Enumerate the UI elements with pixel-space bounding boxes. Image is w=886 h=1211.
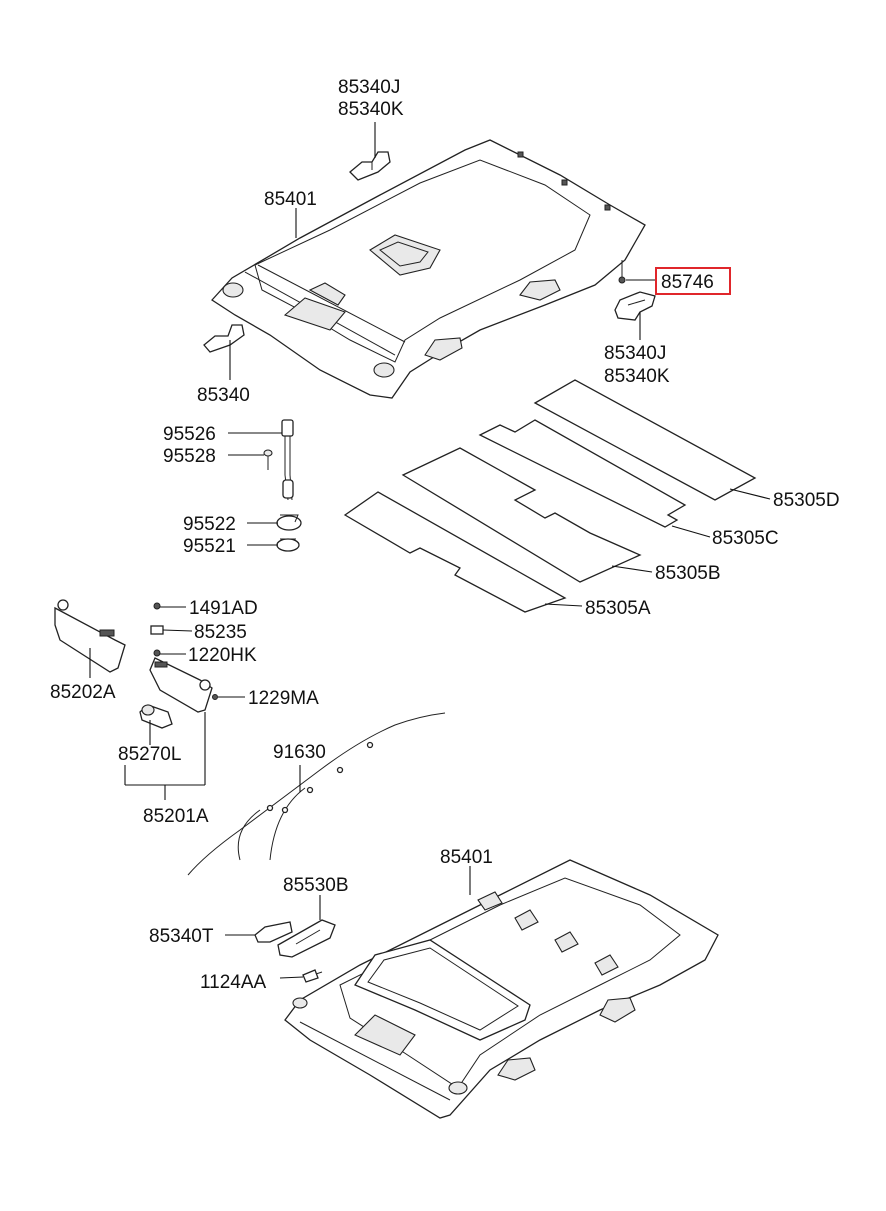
label-85340J-top: 85340J (338, 77, 400, 98)
label-95526: 95526 (163, 424, 216, 445)
sun-visor-right (149, 657, 213, 713)
label-85202A: 85202A (50, 682, 116, 703)
assist-handle-top (349, 151, 391, 181)
label-85401-top: 85401 (264, 189, 317, 210)
label-85340J-right: 85340J (604, 343, 666, 364)
label-1229MA: 1229MA (248, 688, 319, 709)
bolt-1124AA (302, 969, 323, 983)
label-85401-bottom: 85401 (440, 847, 493, 868)
assist-bracket-right (614, 291, 656, 321)
label-85201A: 85201A (143, 806, 209, 827)
headlining-bottom (284, 859, 719, 1119)
label-95528: 95528 (163, 446, 216, 467)
part-labels: 85340J 85340K 85401 85340 85746 85340J 8… (50, 77, 840, 993)
label-95522: 95522 (183, 514, 236, 535)
leader-lines (89, 122, 771, 979)
label-85530B: 85530B (283, 875, 349, 896)
label-85340K-top: 85340K (338, 99, 404, 120)
label-85340T: 85340T (149, 926, 214, 947)
sun-visor-left (54, 599, 126, 673)
label-85746: 85746 (661, 272, 714, 293)
label-85340K-right: 85340K (604, 366, 670, 387)
label-1124AA: 1124AA (200, 972, 267, 993)
label-95521: 95521 (183, 536, 236, 557)
roof-pads (343, 379, 757, 613)
label-91630: 91630 (273, 742, 326, 763)
assist-handle-85340T (254, 921, 293, 943)
assist-handle-left (203, 324, 245, 353)
label-85235: 85235 (194, 622, 247, 643)
highlight-box (655, 267, 731, 295)
label-85270L: 85270L (118, 744, 181, 765)
room-lamp-assembly (263, 419, 302, 552)
label-85305C: 85305C (712, 528, 779, 549)
label-85305B: 85305B (655, 563, 721, 584)
visor-holder (139, 704, 173, 729)
sun-visor-hardware (150, 602, 218, 700)
wiring-harness (187, 712, 446, 876)
label-85305A: 85305A (585, 598, 651, 619)
label-85340: 85340 (197, 385, 250, 406)
label-1491AD: 1491AD (189, 598, 258, 619)
bracket-85530B (277, 919, 336, 958)
clip-85746 (618, 260, 626, 284)
headlining-top (211, 139, 646, 399)
label-85305D: 85305D (773, 490, 840, 511)
label-1220HK: 1220HK (188, 645, 257, 666)
